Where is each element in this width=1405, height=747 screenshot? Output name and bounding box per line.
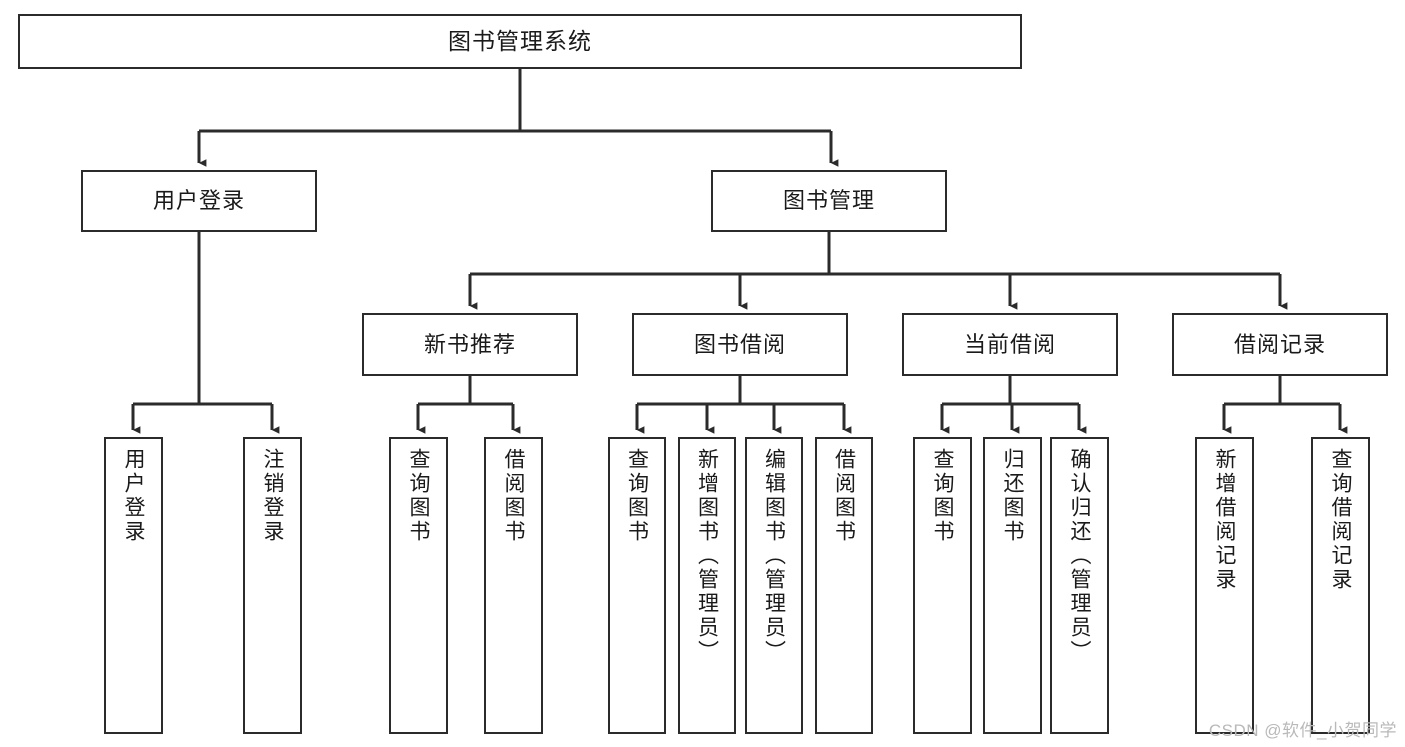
leaf-node-query-book-current[interactable]: 查询图书 xyxy=(913,437,972,734)
leaf-node-edit-book-admin[interactable]: 编辑图书（管理员） xyxy=(745,437,803,734)
node-label: 查询图书 xyxy=(625,448,649,544)
leaf-node-return-book[interactable]: 归还图书 xyxy=(983,437,1042,734)
node-label: 查询图书 xyxy=(407,448,430,544)
node-label: 确认归还（管理员） xyxy=(1068,448,1091,664)
node-label: 查询借阅记录 xyxy=(1329,448,1352,592)
node-label: 新书推荐 xyxy=(423,331,516,357)
node-user-login[interactable]: 用户登录 xyxy=(81,170,317,232)
node-label: 用户登录 xyxy=(152,188,245,214)
node-book-borrowing[interactable]: 图书借阅 xyxy=(632,313,848,376)
leaf-node-confirm-return-admin[interactable]: 确认归还（管理员） xyxy=(1050,437,1109,734)
leaf-node-user-login[interactable]: 用户登录 xyxy=(104,437,163,734)
node-label: 借阅记录 xyxy=(1233,331,1326,357)
leaf-node-logout[interactable]: 注销登录 xyxy=(243,437,302,734)
node-label: 借阅图书 xyxy=(832,448,856,544)
node-borrowing-record[interactable]: 借阅记录 xyxy=(1172,313,1388,376)
node-label: 用户登录 xyxy=(122,448,145,544)
node-label: 编辑图书（管理员） xyxy=(762,448,786,664)
node-label: 查询图书 xyxy=(931,448,954,544)
node-label: 图书管理系统 xyxy=(448,28,592,55)
node-label: 新增借阅记录 xyxy=(1213,448,1236,592)
node-root-book-management-system[interactable]: 图书管理系统 xyxy=(18,14,1022,69)
node-label: 当前借阅 xyxy=(963,331,1056,357)
node-current-borrowing[interactable]: 当前借阅 xyxy=(902,313,1118,376)
watermark: CSDN @软件_小贺同学 xyxy=(1208,721,1397,740)
node-label: 图书管理 xyxy=(782,188,875,214)
node-label: 归还图书 xyxy=(1001,448,1024,544)
node-label: 新增图书（管理员） xyxy=(695,448,719,664)
leaf-node-borrow-book[interactable]: 借阅图书 xyxy=(815,437,873,734)
node-label: 图书借阅 xyxy=(693,331,786,357)
node-book-management[interactable]: 图书管理 xyxy=(711,170,947,232)
leaf-node-add-borrow-record[interactable]: 新增借阅记录 xyxy=(1195,437,1254,734)
leaf-node-add-book-admin[interactable]: 新增图书（管理员） xyxy=(678,437,736,734)
leaf-node-query-book-newbook[interactable]: 查询图书 xyxy=(389,437,448,734)
leaf-node-borrow-book-newbook[interactable]: 借阅图书 xyxy=(484,437,543,734)
node-label: 注销登录 xyxy=(261,448,284,544)
node-label: 借阅图书 xyxy=(502,448,525,544)
node-new-book-recommendation[interactable]: 新书推荐 xyxy=(362,313,578,376)
leaf-node-query-book-borrowing[interactable]: 查询图书 xyxy=(608,437,666,734)
leaf-node-query-borrow-record[interactable]: 查询借阅记录 xyxy=(1311,437,1370,734)
